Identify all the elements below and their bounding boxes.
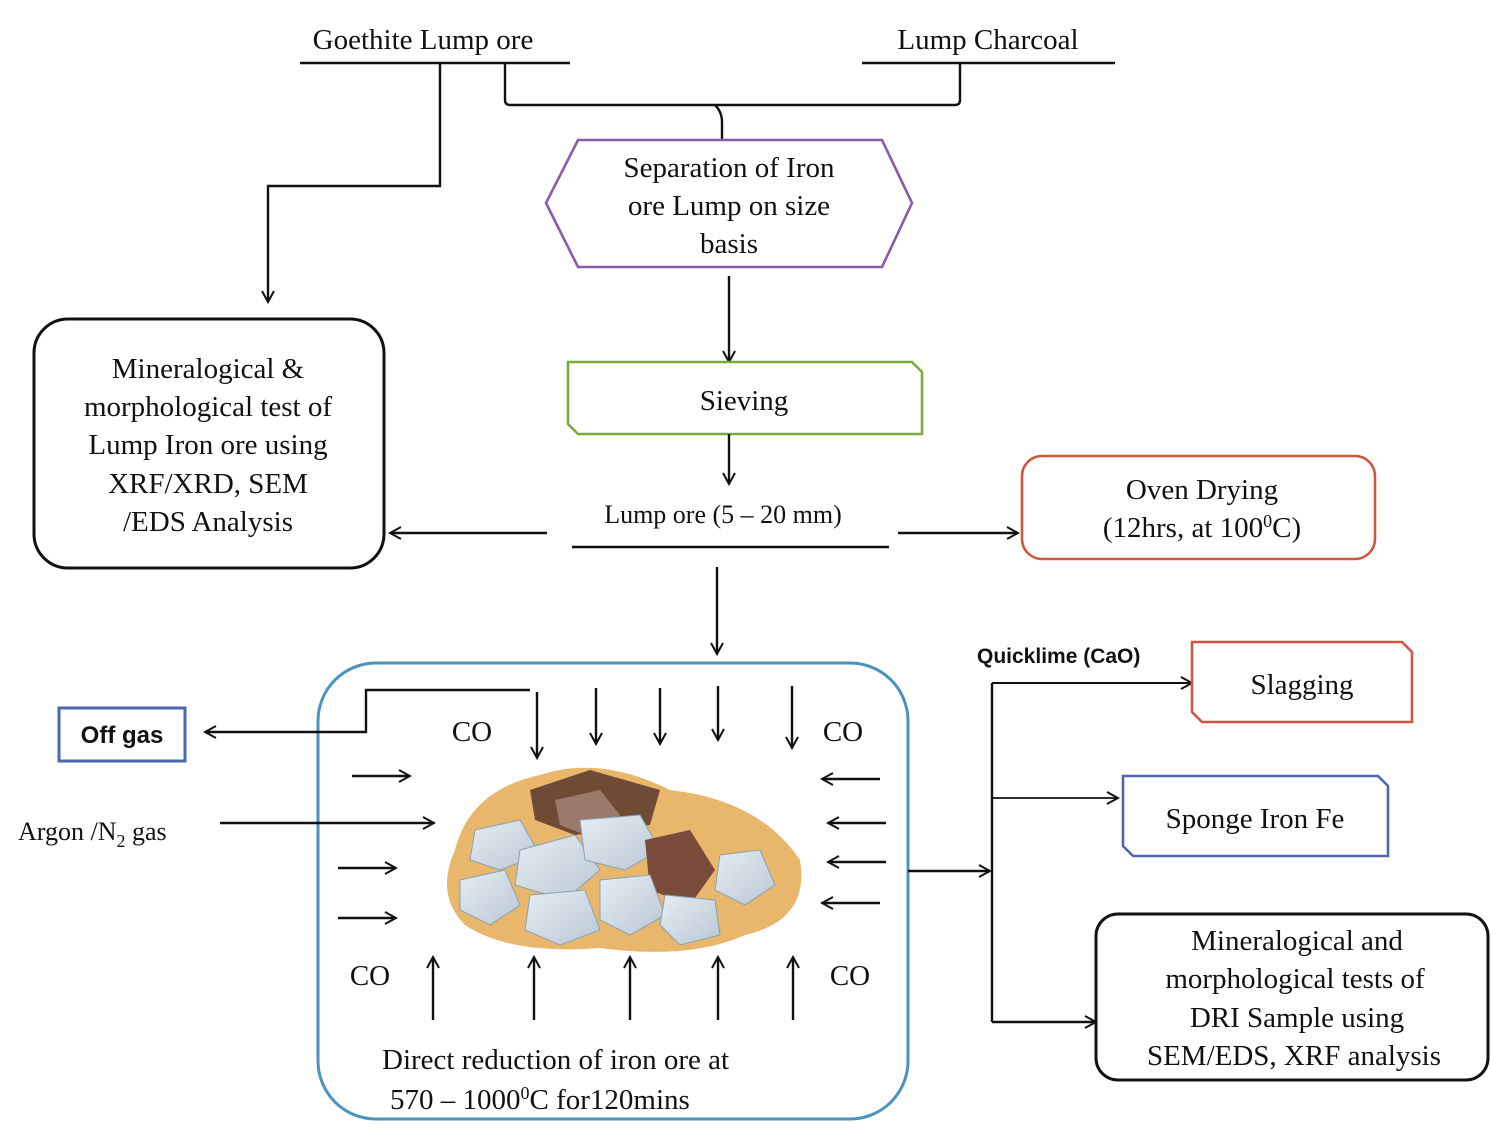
reactor: CO CO CO CO Direct reduction of iron ore… xyxy=(316,661,910,1121)
lump-ore-size-label: Lump ore (5 – 20 mm) xyxy=(604,500,842,529)
co-label-bottom-right: CO xyxy=(830,960,870,992)
co-label-top-right: CO xyxy=(823,716,863,748)
off-gas-box xyxy=(57,706,187,763)
separation-line-1: Separation of Iron xyxy=(624,152,835,184)
separation-step: Separation of Iron ore Lump on size basi… xyxy=(544,138,914,269)
sieving-box xyxy=(566,360,924,436)
separation-line-3: basis xyxy=(700,228,758,260)
mineral-test-ore-line-5: /EDS Analysis xyxy=(123,506,293,538)
mineral-test-ore-line-1: Mineralogical & xyxy=(112,353,305,385)
iron-ore-pile xyxy=(447,767,802,952)
ore-lump xyxy=(459,869,521,926)
sponge-iron-box xyxy=(1121,774,1390,858)
ore-lump xyxy=(599,874,666,936)
oven-drying-step: Oven Drying (12hrs, at 1000C) xyxy=(1020,454,1377,561)
reactor-caption-line-2: 570 – 10000C for120mins xyxy=(390,1083,690,1116)
mineral-test-ore: Mineralogical & morphological test of Lu… xyxy=(32,317,386,570)
sieving-label: Sieving xyxy=(700,385,789,417)
dri-test-box xyxy=(1094,912,1490,1082)
mineral-test-ore-line-3: Lump Iron ore using xyxy=(88,429,327,461)
dri-test-line-2: morphological tests of xyxy=(1165,963,1425,995)
ore-lump xyxy=(514,834,601,901)
mineral-test-ore-line-4: XRF/XRD, SEM xyxy=(108,468,308,500)
oven-drying-line-2: (12hrs, at 1000C) xyxy=(1103,511,1301,544)
separation-line-2: ore Lump on size xyxy=(628,190,830,222)
off-gas-label: Off gas xyxy=(81,722,164,749)
co-label-bottom-left: CO xyxy=(350,960,390,992)
separation-hexagon xyxy=(544,138,914,269)
goethite-input: Goethite Lump ore xyxy=(300,24,570,65)
oven-drying-line-1: Oven Drying xyxy=(1126,474,1278,506)
charcoal-input: Lump Charcoal xyxy=(862,24,1115,65)
dri-test-line-3: DRI Sample using xyxy=(1190,1002,1404,1034)
off-gas: Off gas xyxy=(57,706,187,763)
sieving-step: Sieving xyxy=(566,360,924,436)
goethite-to-test-arrow xyxy=(268,63,442,302)
dri-test-line-1: Mineralogical and xyxy=(1191,925,1403,957)
ore-lump xyxy=(645,830,715,905)
reactor-caption-line-1: Direct reduction of iron ore at xyxy=(382,1044,729,1076)
charcoal-label: Lump Charcoal xyxy=(897,24,1078,56)
slagging-step: Slagging xyxy=(1190,640,1414,724)
oven-drying-box xyxy=(1020,454,1377,561)
ore-lump xyxy=(579,814,661,871)
off-gas-arrow xyxy=(205,688,530,732)
quicklime-label: Quicklime (CaO) xyxy=(977,645,1140,668)
ore-lump xyxy=(659,894,721,946)
mineral-test-ore-box xyxy=(32,317,386,570)
input-merge-bracket xyxy=(503,63,962,107)
mineral-test-ore-line-2: morphological test of xyxy=(84,391,332,423)
slagging-label: Slagging xyxy=(1250,669,1353,701)
co-label-top-left: CO xyxy=(452,716,492,748)
argon-gas-label: Argon /N2 gas xyxy=(18,817,167,851)
sponge-iron-output: Sponge Iron Fe xyxy=(1121,774,1390,858)
dri-test-line-4: SEM/EDS, XRF analysis xyxy=(1147,1040,1441,1072)
ore-lump xyxy=(524,889,601,946)
slagging-box xyxy=(1190,640,1414,724)
merge-to-separation-line xyxy=(714,104,724,140)
ore-lump xyxy=(714,849,776,906)
goethite-label: Goethite Lump ore xyxy=(313,24,534,56)
dri-test: Mineralogical and morphological tests of… xyxy=(1094,912,1490,1082)
sponge-iron-label: Sponge Iron Fe xyxy=(1166,803,1345,835)
